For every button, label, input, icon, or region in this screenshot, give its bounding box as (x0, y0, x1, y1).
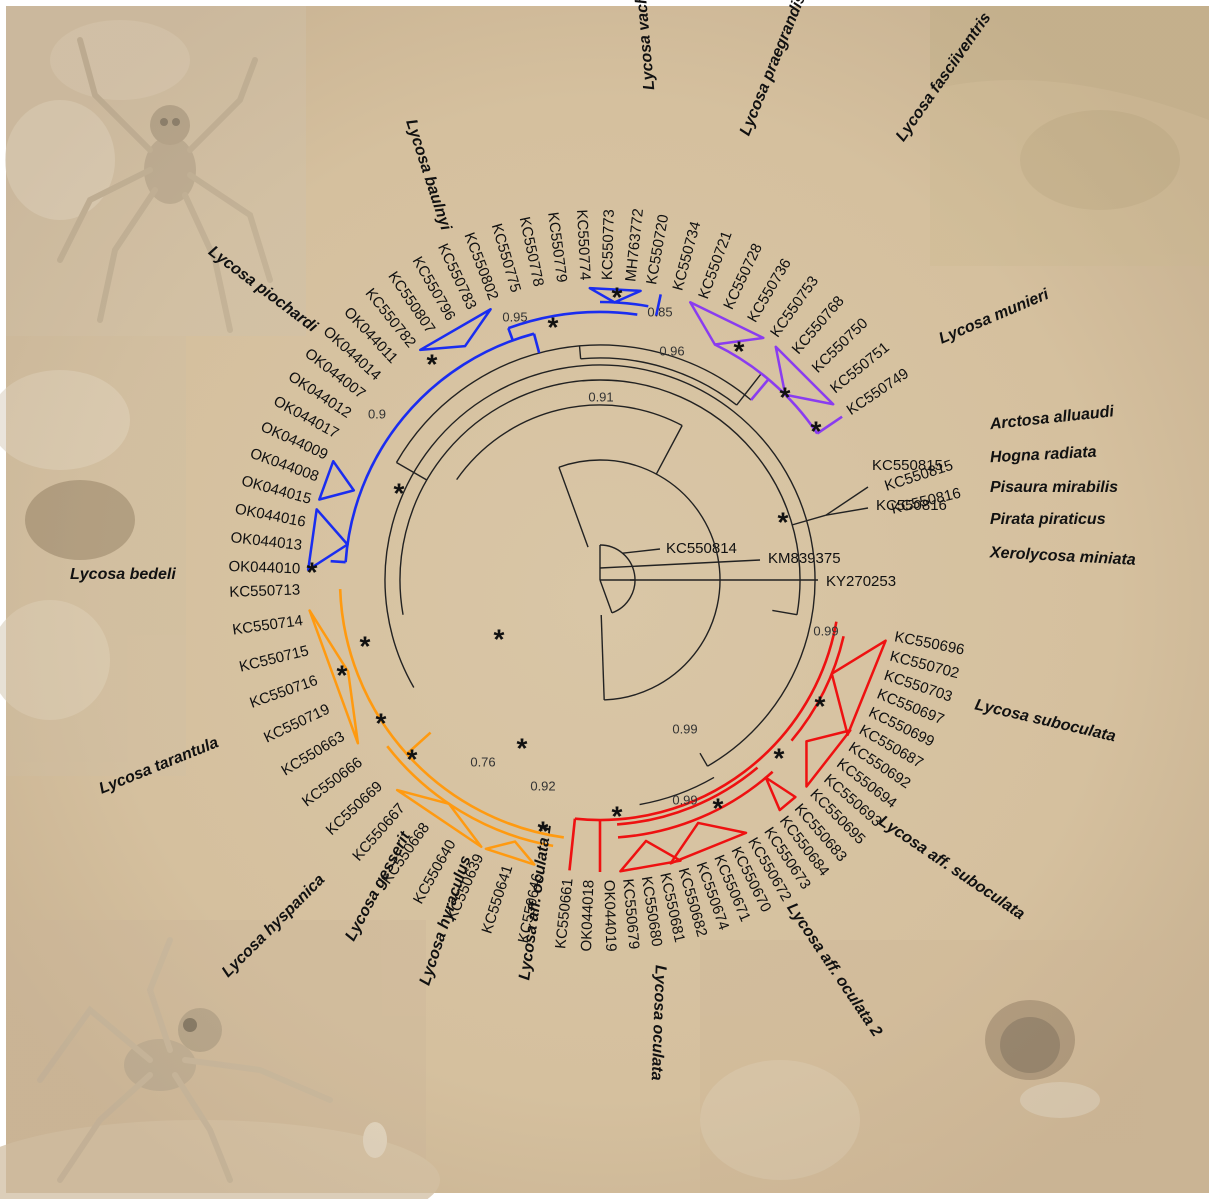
support-value: 0.99 (813, 623, 838, 638)
tree-branch (331, 561, 346, 562)
species-label: Lycosa oculata (648, 965, 669, 1081)
support-asterisk: * (494, 623, 505, 654)
tree-branch (569, 819, 574, 871)
support-asterisk: * (774, 742, 785, 773)
tree-branch (396, 345, 751, 463)
support-asterisk: * (780, 381, 791, 412)
tip-label: KM839375 (768, 550, 841, 567)
tip-label: KC550679 (619, 878, 642, 950)
collapsed-clade-hyspanica (486, 842, 534, 865)
tree-branch (600, 560, 760, 568)
tree-branch (600, 302, 648, 306)
tree-branch (559, 467, 588, 547)
species-label: Lycosa hyspanica (219, 871, 329, 981)
tip-label: KC550779 (544, 211, 570, 284)
species-label: Lycosa praegrandis (737, 0, 809, 138)
collapsed-clade (766, 778, 796, 810)
tree-branch (737, 374, 762, 406)
support-asterisk: * (394, 477, 405, 508)
support-asterisk: * (811, 415, 822, 446)
species-label: Arctosa alluaudi (988, 403, 1115, 433)
species-label: Lycosa baulnyi (402, 117, 454, 233)
species-label: Xerolycosa miniata (989, 544, 1137, 569)
tree-branch (457, 405, 683, 480)
tip-label: KY270253 (826, 573, 896, 590)
clade-branch-blue (508, 312, 637, 328)
tree-branch (580, 346, 581, 359)
tree-branch (622, 549, 660, 553)
tip-label: KC550715 (238, 642, 311, 675)
tree-branch (772, 610, 797, 614)
root-arc (600, 545, 635, 613)
support-asterisk: * (815, 690, 826, 721)
support-asterisk: * (427, 348, 438, 379)
species-label: Lycosa munieri (937, 286, 1052, 348)
support-value: 0.99 (672, 721, 697, 736)
species-label: Lycosa aff. suboculata (875, 813, 1027, 923)
tip-label: KC550661 (552, 877, 576, 949)
species-label: Hogna radiata (990, 444, 1098, 467)
species-label: Lycosa aff. oculata 1 (516, 823, 555, 981)
tree-branch (792, 515, 826, 525)
tip-label: OK044018 (578, 880, 597, 952)
support-asterisk: * (407, 743, 418, 774)
species-label: Lycosa aff. oculata 2 (783, 900, 885, 1040)
species-label: Lycosa tarantula (97, 734, 221, 797)
tree-branch (534, 334, 539, 353)
tip-label: OK044010 (228, 558, 300, 577)
tip-label: KC550720 (643, 213, 672, 286)
support-value: 0.85 (647, 304, 672, 319)
support-asterisk: * (612, 800, 623, 831)
collapsed-clade-piochardi (319, 461, 353, 499)
tip-label: KC550641 (479, 863, 517, 936)
tip-label: KC550773 (599, 209, 618, 280)
support-value: 0.95 (502, 309, 527, 324)
species-label: Lycosa piochardi (205, 243, 321, 336)
tip-label: KC550734 (669, 220, 704, 293)
tree-branch (700, 753, 708, 766)
clade-branch-red (575, 622, 836, 820)
species-label: Lycosa bedeli (70, 566, 176, 583)
tip-label: KC550774 (573, 209, 594, 281)
species-label: Pisaura mirabilis (990, 479, 1118, 496)
support-value: 0.96 (659, 343, 684, 358)
support-asterisk: * (376, 707, 387, 738)
support-value: 0.76 (470, 754, 495, 769)
tip-label: KC550713 (229, 581, 300, 600)
tree-branch (601, 615, 604, 700)
tree-branch (600, 580, 612, 613)
support-asterisk: * (713, 792, 724, 823)
tip-label: KC550816 (876, 497, 947, 514)
tip-label: OK044019 (600, 880, 619, 952)
species-label: Lycosa suboculata (973, 696, 1117, 745)
support-value: 0.9 (368, 406, 386, 421)
tip-label: OK044013 (230, 529, 303, 554)
support-value: 0.92 (530, 778, 555, 793)
support-asterisk: * (548, 311, 559, 342)
support-asterisk: * (360, 630, 371, 661)
collapsed-clade-aff-oculata-1 (620, 841, 680, 871)
support-asterisk: * (778, 506, 789, 537)
support-value: 0.91 (588, 389, 613, 404)
tree-branch (508, 328, 512, 340)
support-asterisk: * (517, 732, 528, 763)
tree-branch (656, 425, 682, 474)
tip-label: MH763772 (622, 208, 647, 283)
tip-label: KC550716 (247, 672, 320, 712)
support-asterisk: * (734, 335, 745, 366)
species-label: Pirata piraticus (990, 511, 1106, 528)
support-value: 0.99 (672, 792, 697, 807)
species-label: Lycosa vachoni (631, 0, 658, 91)
support-asterisk: * (612, 281, 623, 312)
tip-label: KC550714 (231, 612, 304, 639)
support-asterisk: * (307, 556, 318, 587)
species-label: Lycosa fasciiventris (893, 10, 995, 145)
clade-branch-purple (715, 345, 817, 434)
support-asterisk: * (337, 659, 348, 690)
tip-label: KC550814 (666, 540, 737, 557)
tip-label: OK044016 (234, 501, 308, 531)
tip-label: KC550815 (872, 457, 943, 474)
